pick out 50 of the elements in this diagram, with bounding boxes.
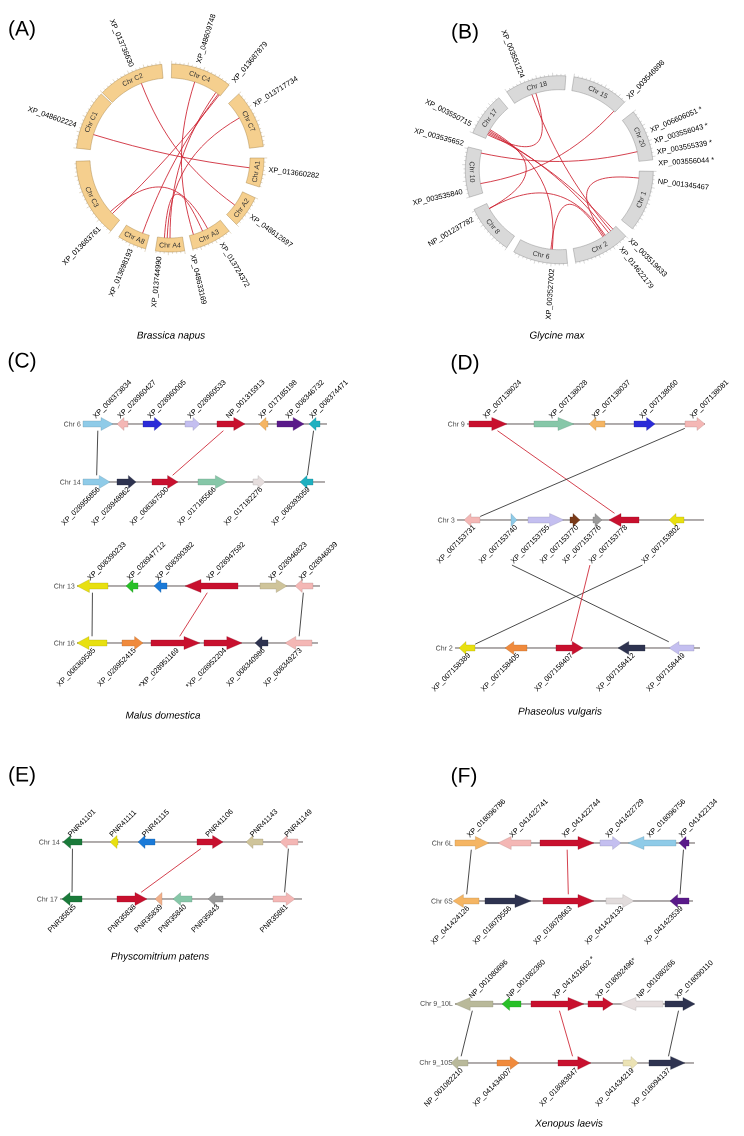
synteny-link	[480, 110, 615, 184]
species-name: Glycine max	[529, 331, 585, 341]
synteny-link	[91, 592, 93, 637]
synteny-link	[488, 130, 554, 250]
species-name: Xenopus laevis	[534, 1119, 603, 1129]
synteny-link	[166, 117, 240, 239]
synteny-link	[570, 564, 591, 642]
synteny-link	[284, 848, 289, 893]
synteny-link	[559, 1010, 573, 1057]
species-name: Physcomitrium patens	[111, 952, 209, 962]
panel-letter: (A)	[9, 20, 35, 40]
synteny-link	[511, 564, 670, 643]
synteny-link	[164, 193, 203, 239]
synteny-link	[460, 1010, 473, 1057]
species-name: Phaseolus vulgaris	[518, 707, 602, 717]
synteny-link	[488, 192, 606, 236]
panel-letter: (E)	[9, 766, 35, 786]
synteny-link	[479, 427, 686, 517]
synteny-link	[497, 430, 615, 514]
synteny-link	[466, 849, 472, 895]
synteny-link	[474, 564, 643, 645]
panel-letter: (F)	[451, 767, 477, 787]
panel-letter: (D)	[451, 354, 479, 374]
synteny-link	[71, 848, 73, 893]
panel-letter: (C)	[8, 352, 36, 372]
synteny-link	[488, 129, 527, 209]
synteny-link	[140, 848, 202, 893]
synteny-link	[142, 93, 219, 234]
synteny-link	[486, 92, 543, 148]
synteny-link	[93, 134, 250, 169]
synteny-link	[298, 592, 304, 637]
synteny-link	[140, 82, 236, 206]
panel-letter: (B)	[452, 23, 478, 43]
synteny-link	[110, 186, 208, 230]
synteny-link	[169, 92, 217, 239]
species-name: Malus domestica	[125, 711, 201, 719]
synteny-link	[566, 849, 569, 895]
synteny-link	[96, 430, 99, 476]
species-name: Brassica napus	[137, 331, 205, 341]
synteny-link	[550, 204, 604, 250]
synteny-link	[480, 151, 638, 162]
synteny-link	[112, 94, 220, 214]
synteny-link	[172, 430, 224, 476]
synteny-link	[586, 176, 640, 237]
synteny-link	[679, 849, 684, 895]
synteny-link	[181, 81, 196, 235]
synteny-link	[668, 1010, 679, 1057]
synteny-link	[531, 94, 612, 232]
synteny-link	[179, 592, 208, 637]
synteny-link	[307, 430, 314, 476]
